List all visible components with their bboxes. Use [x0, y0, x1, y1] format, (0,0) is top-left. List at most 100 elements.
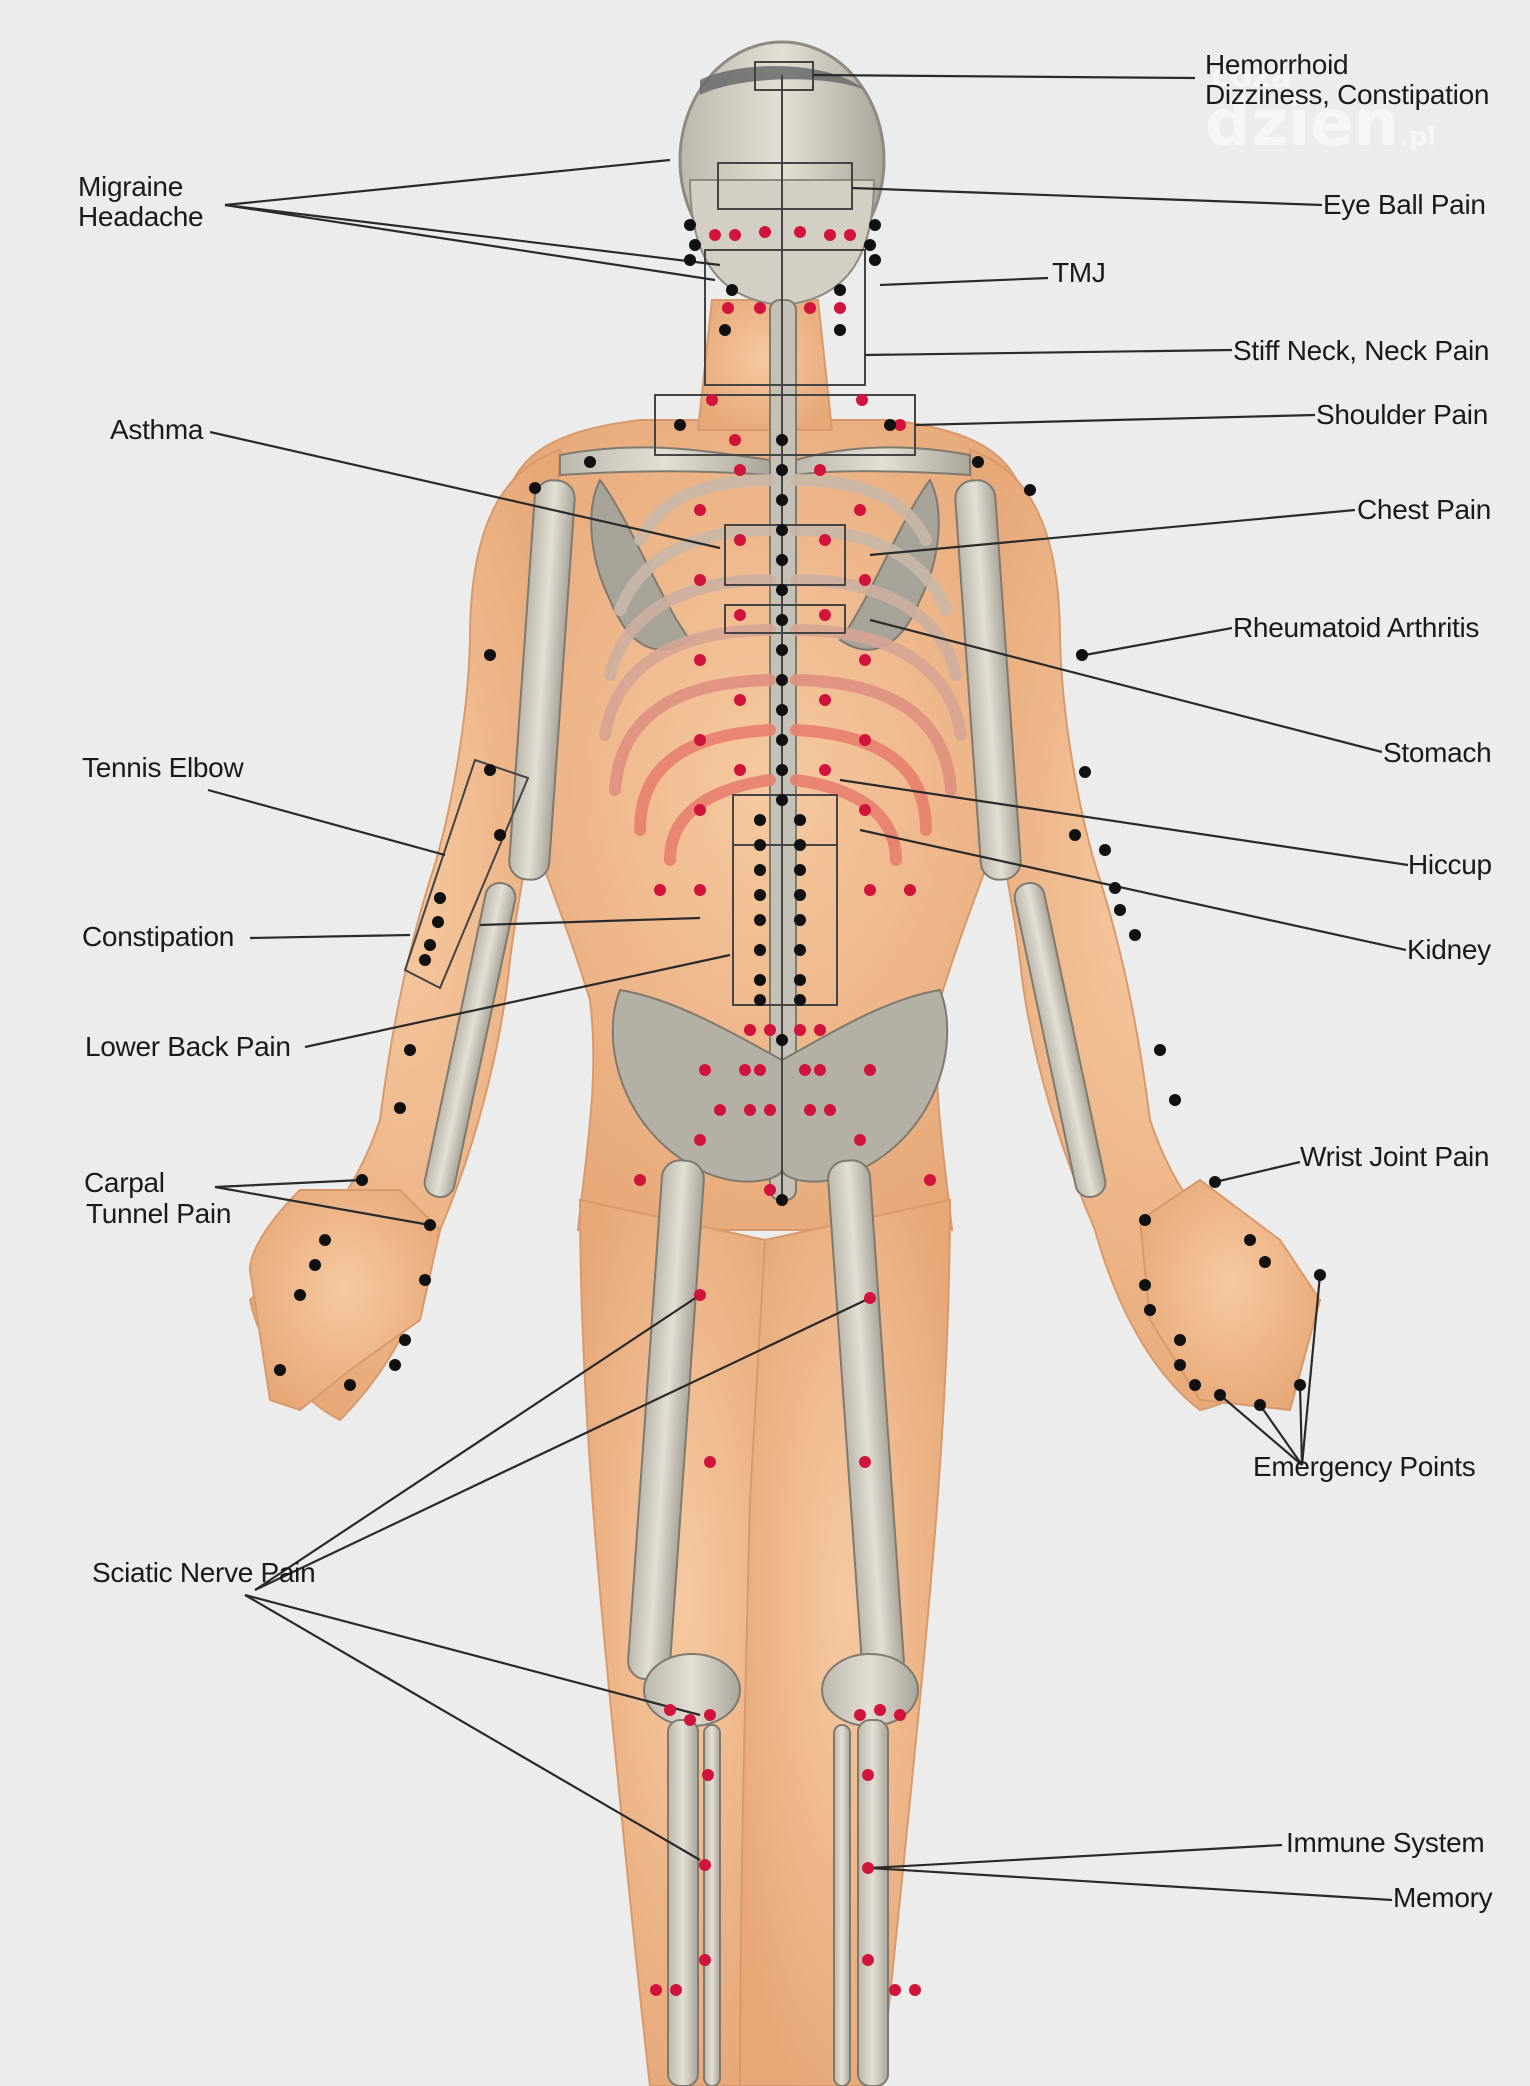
red-point — [804, 1104, 816, 1116]
red-point — [694, 1289, 706, 1301]
red-point — [794, 226, 806, 238]
black-point — [776, 584, 788, 596]
red-point — [729, 229, 741, 241]
red-point — [859, 1456, 871, 1468]
red-point — [859, 734, 871, 746]
red-point — [799, 1064, 811, 1076]
label-constipation: Constipation — [82, 921, 235, 952]
black-point — [726, 284, 738, 296]
black-point — [529, 482, 541, 494]
red-point — [706, 394, 718, 406]
black-point — [776, 464, 788, 476]
red-point — [704, 1456, 716, 1468]
black-point — [309, 1259, 321, 1271]
label-kidney: Kidney — [1407, 934, 1491, 965]
black-point — [1139, 1279, 1151, 1291]
red-point — [664, 1704, 676, 1716]
black-point — [776, 794, 788, 806]
red-point — [824, 229, 836, 241]
black-point — [776, 554, 788, 566]
label-headache: Headache — [78, 201, 204, 232]
black-point — [776, 734, 788, 746]
black-point — [294, 1289, 306, 1301]
label-wrist-joint-pain: Wrist Joint Pain — [1300, 1141, 1490, 1172]
label-memory: Memory — [1393, 1882, 1493, 1913]
label-carpal: Carpal — [84, 1167, 165, 1198]
black-point — [1314, 1269, 1326, 1281]
black-acupressure-points — [274, 219, 1326, 1411]
label-shoulder-pain: Shoulder Pain — [1316, 399, 1489, 430]
red-point — [814, 464, 826, 476]
black-point — [1109, 882, 1121, 894]
red-point — [859, 804, 871, 816]
black-point — [754, 889, 766, 901]
red-point — [759, 226, 771, 238]
red-point — [739, 1064, 751, 1076]
black-point — [689, 239, 701, 251]
black-point — [1214, 1389, 1226, 1401]
red-point — [924, 1174, 936, 1186]
red-point — [722, 302, 734, 314]
label-dizziness-constipation: Dizziness, Constipation — [1205, 79, 1490, 110]
black-point — [719, 324, 731, 336]
black-point — [684, 219, 696, 231]
red-point — [859, 574, 871, 586]
black-point — [1259, 1256, 1271, 1268]
black-point — [794, 814, 806, 826]
label-tunnel-pain: Tunnel Pain — [86, 1198, 232, 1229]
red-point — [744, 1024, 756, 1036]
black-point — [1174, 1359, 1186, 1371]
red-point — [754, 1064, 766, 1076]
black-point — [1139, 1214, 1151, 1226]
black-point — [1294, 1379, 1306, 1391]
label-emergency-points: Emergency Points — [1253, 1451, 1476, 1482]
red-acupressure-points — [634, 226, 936, 1996]
black-point — [794, 974, 806, 986]
red-point — [734, 464, 746, 476]
red-point — [694, 734, 706, 746]
black-point — [794, 839, 806, 851]
red-point — [734, 534, 746, 546]
black-point — [776, 1194, 788, 1206]
black-point — [776, 494, 788, 506]
red-point — [729, 434, 741, 446]
black-point — [1169, 1094, 1181, 1106]
label-tennis-elbow: Tennis Elbow — [82, 752, 244, 783]
red-point — [862, 1769, 874, 1781]
label-sciatic-nerve-pain: Sciatic Nerve Pain — [92, 1557, 316, 1588]
black-point — [274, 1364, 286, 1376]
black-point — [864, 239, 876, 251]
red-point — [670, 1984, 682, 1996]
red-point — [650, 1984, 662, 1996]
black-point — [1174, 1334, 1186, 1346]
red-point — [894, 1709, 906, 1721]
black-point — [776, 704, 788, 716]
red-point — [854, 1709, 866, 1721]
black-point — [1209, 1176, 1221, 1188]
black-point — [794, 889, 806, 901]
red-point — [702, 1769, 714, 1781]
red-point — [754, 302, 766, 314]
label-hiccup: Hiccup — [1408, 849, 1492, 880]
red-point — [834, 302, 846, 314]
red-point — [734, 694, 746, 706]
black-point — [794, 944, 806, 956]
label-eye-ball-pain: Eye Ball Pain — [1323, 189, 1486, 220]
red-point — [794, 1024, 806, 1036]
red-point — [704, 1709, 716, 1721]
black-point — [776, 764, 788, 776]
black-point — [1114, 904, 1126, 916]
red-point — [764, 1184, 776, 1196]
black-point — [419, 954, 431, 966]
red-point — [694, 884, 706, 896]
black-point — [684, 254, 696, 266]
label-chest-pain: Chest Pain — [1357, 494, 1491, 525]
black-point — [404, 1044, 416, 1056]
red-point — [764, 1104, 776, 1116]
red-point — [699, 1064, 711, 1076]
red-point — [654, 884, 666, 896]
red-point — [862, 1862, 874, 1874]
black-point — [776, 644, 788, 656]
black-point — [1189, 1379, 1201, 1391]
red-point — [889, 1984, 901, 1996]
